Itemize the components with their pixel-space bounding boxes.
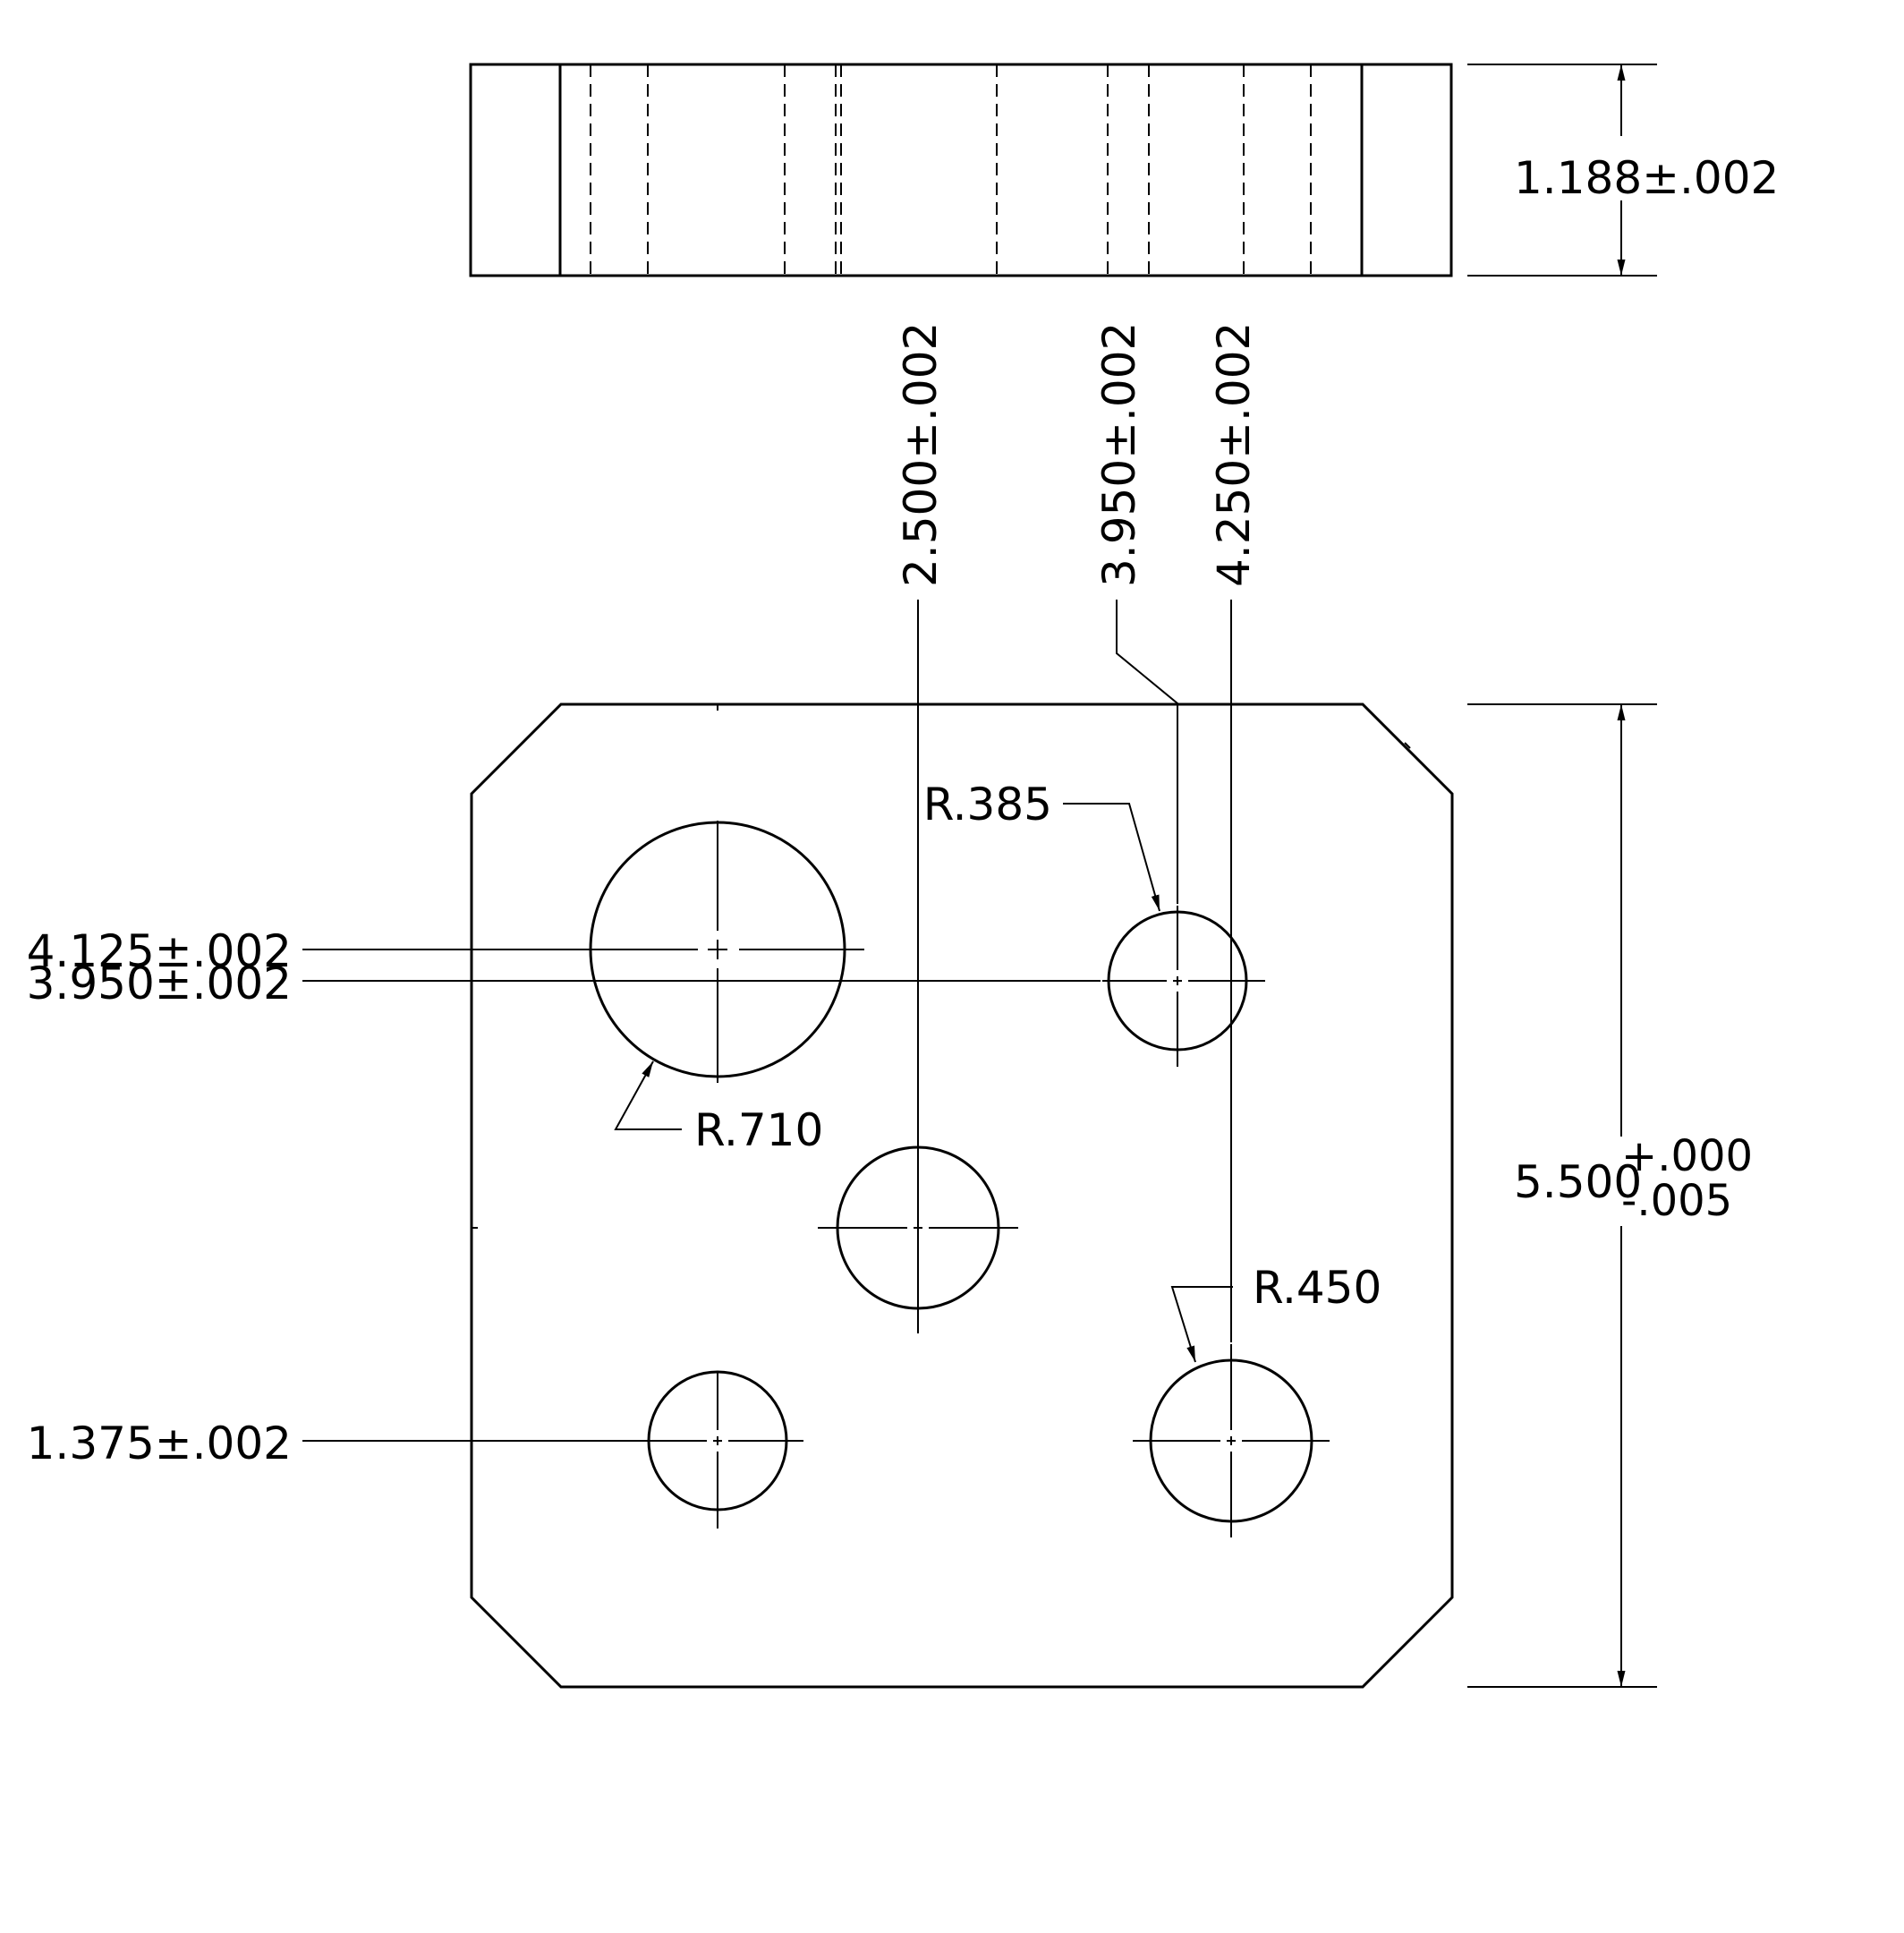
radius-label-lower-right: R.450	[1253, 1262, 1381, 1314]
radius-label-upper-right: R.385	[923, 779, 1052, 830]
height-nominal: 5.500	[1514, 1156, 1642, 1208]
height-lower-tol: -.005	[1621, 1176, 1732, 1226]
hole-position-y-2: 3.950±.002	[27, 958, 292, 1009]
hole-position-x-2: 3.950±.002	[1093, 322, 1145, 587]
ordinate-y-lines	[302, 949, 1101, 1442]
plate-outline	[470, 703, 1454, 1689]
hole-position-y-3: 1.375±.002	[27, 1418, 292, 1469]
ordinate-x-lines	[917, 600, 1232, 1342]
thickness-label: 1.188±.002	[1514, 152, 1779, 204]
stray-marks	[472, 704, 1411, 1229]
hole-position-x-1: 2.500±.002	[895, 322, 947, 587]
radius-leaders	[614, 803, 1233, 1363]
side-view-outline	[469, 63, 1453, 277]
thickness-dimension	[1467, 64, 1657, 277]
hole-position-y-1: 4.125±.002	[27, 925, 292, 977]
height-dimension	[1467, 703, 1657, 1688]
height-upper-tol: +.000	[1621, 1131, 1753, 1181]
hole-position-x-3: 4.250±.002	[1208, 322, 1260, 587]
top-view	[470, 703, 1454, 1689]
radius-label-large: R.710	[694, 1104, 823, 1156]
side-view-hidden-lines	[590, 64, 1312, 276]
side-view	[469, 63, 1453, 277]
center-marks	[591, 821, 1330, 1537]
